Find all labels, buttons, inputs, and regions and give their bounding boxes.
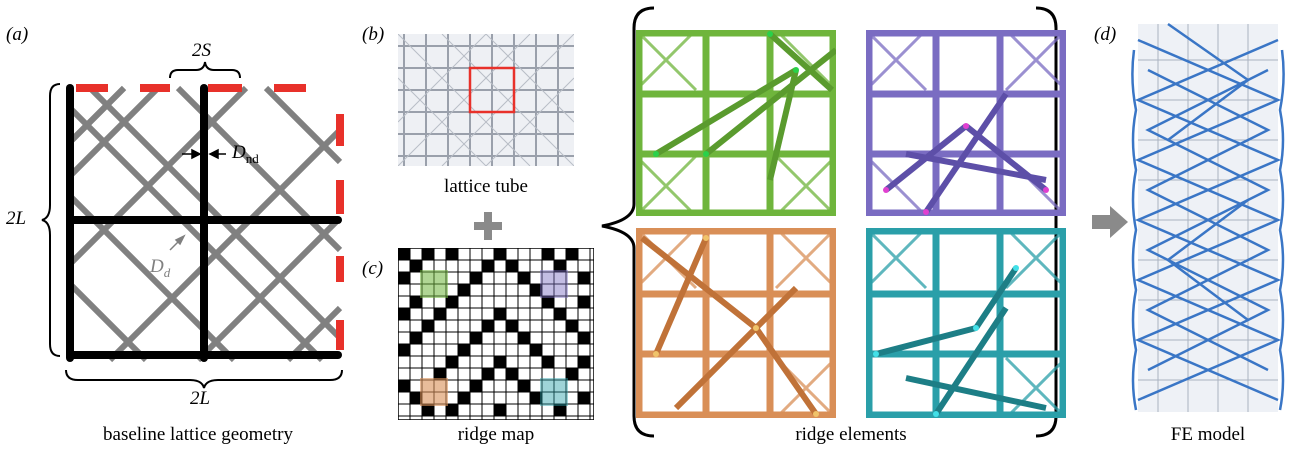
panel-d-letter: (d) xyxy=(1094,24,1117,45)
diag-diameter-arrow xyxy=(169,234,186,251)
panel-a-letter: (a) xyxy=(6,24,29,45)
ridge-element-green xyxy=(636,30,836,216)
arrow-right-icon xyxy=(1092,206,1128,238)
dim-spacing-label: 2S xyxy=(192,40,211,61)
dimension-brackets xyxy=(41,61,343,389)
unit-cell-highlight xyxy=(468,66,516,114)
plus-icon xyxy=(474,212,502,240)
node-members xyxy=(66,84,342,362)
ridge-highlight-purple xyxy=(540,270,568,298)
node-diameter-arrows xyxy=(182,148,226,160)
periodic-boundary-edges xyxy=(76,84,344,350)
ridge-highlight-orange xyxy=(420,378,448,406)
ridge-elements-brackets xyxy=(601,6,1058,438)
diag-diameter-label: Dd xyxy=(150,256,171,280)
ridge-map-grid xyxy=(398,248,594,420)
fe-model-image xyxy=(1131,22,1285,412)
lattice-tube-image xyxy=(398,34,574,166)
ridge-elements-caption: ridge elements xyxy=(795,424,907,445)
panel-b-letter: (b) xyxy=(362,24,385,45)
panel-d-caption: FE model xyxy=(1170,424,1246,445)
panel-c-letter: (c) xyxy=(362,258,384,279)
panel-c-caption: ridge map xyxy=(457,424,535,445)
dim-height-label: 2L xyxy=(6,208,27,229)
panel-b-caption: lattice tube xyxy=(444,176,528,197)
ridge-element-orange xyxy=(636,228,836,418)
ridge-element-purple xyxy=(866,30,1066,216)
ridge-highlight-green xyxy=(420,270,448,298)
node-diameter-label: Dnd xyxy=(232,142,259,166)
dim-width-label: 2L xyxy=(190,388,211,409)
baseline-lattice-diagram xyxy=(41,61,344,389)
ridge-highlight-teal xyxy=(540,378,568,406)
panel-a-caption: baseline lattice geometry xyxy=(103,424,293,445)
ridge-element-teal xyxy=(866,228,1066,418)
